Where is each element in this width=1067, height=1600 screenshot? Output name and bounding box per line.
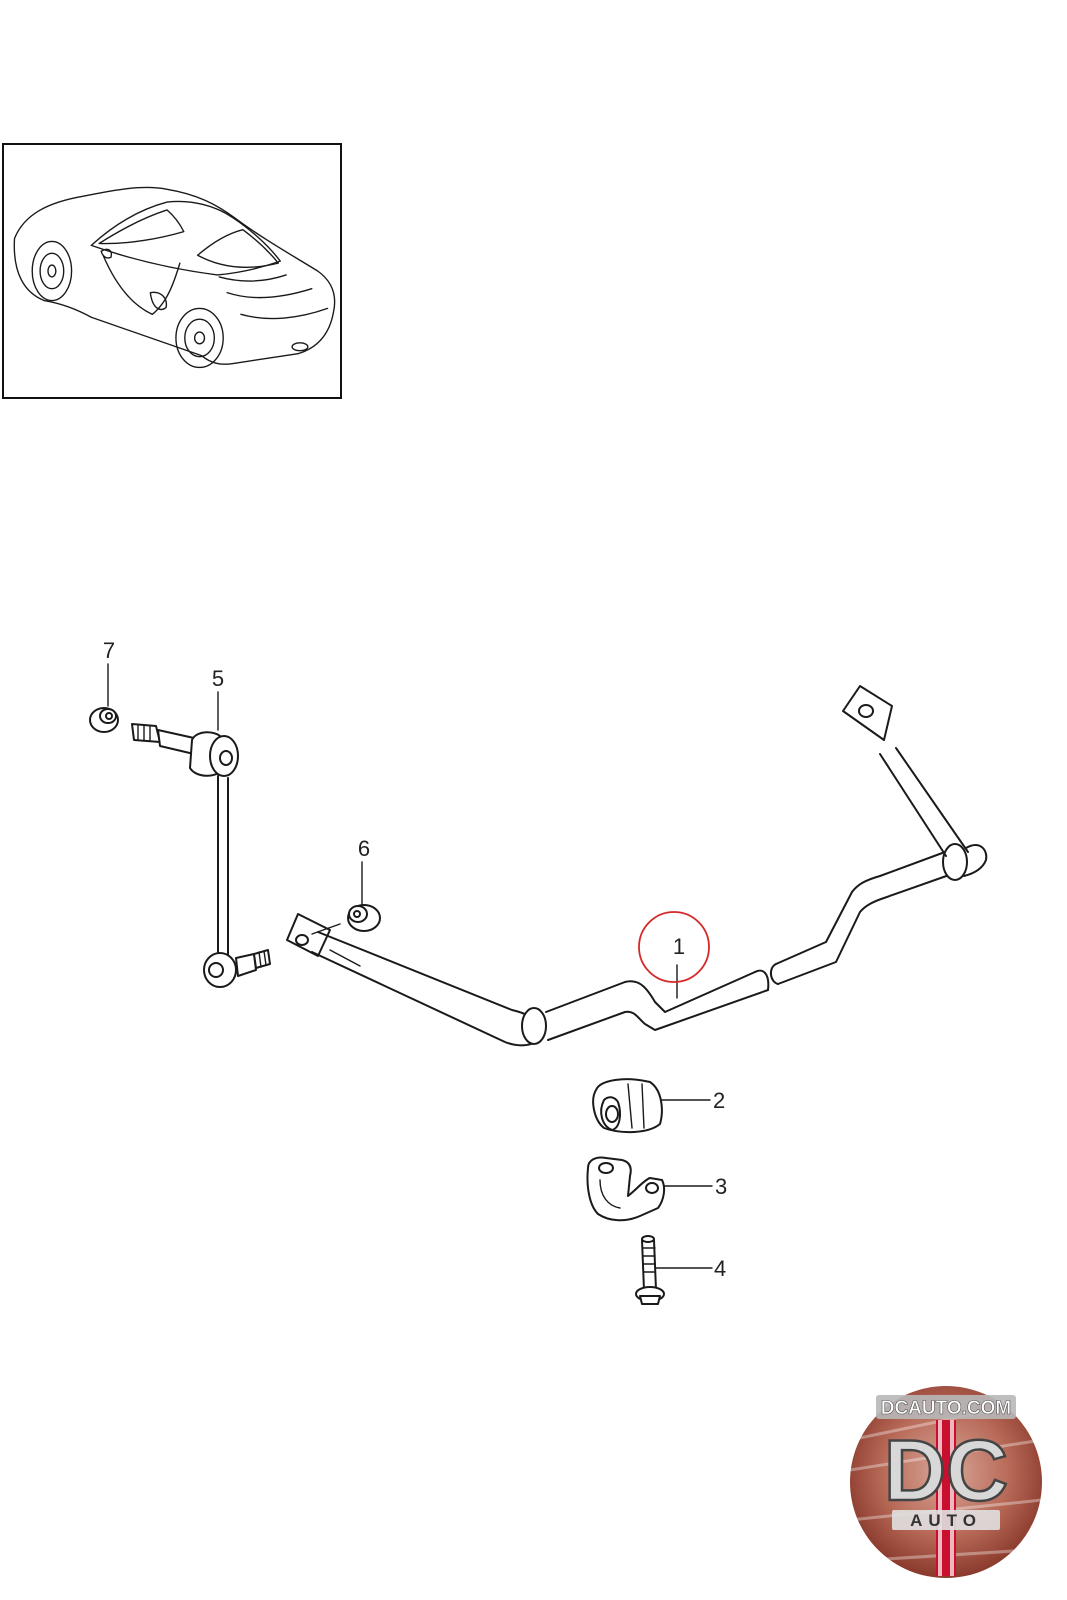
nut-part-6: [311, 904, 381, 935]
dcauto-logo: DCAUTO.COM DC AUTO: [850, 1386, 1042, 1578]
callout-6[interactable]: 6: [358, 836, 370, 861]
car-illustration: [13, 186, 336, 369]
bolt-part-4: [635, 1235, 665, 1305]
clamp-part-3: [586, 1156, 666, 1222]
callout-3[interactable]: 3: [715, 1174, 727, 1199]
callout-7[interactable]: 7: [103, 638, 115, 663]
vehicle-locator-inset: [2, 143, 342, 399]
logo-top-text: DCAUTO.COM: [881, 1398, 1012, 1419]
logo-bottom-text: AUTO: [910, 1511, 982, 1530]
callout-1[interactable]: 1: [673, 934, 685, 959]
callout-2[interactable]: 2: [713, 1088, 725, 1113]
highlight-circle-part-1: [638, 911, 710, 983]
logo-mark: DC: [884, 1423, 1008, 1519]
nut-part-7: [89, 707, 119, 733]
leader-lines: [107, 663, 713, 1269]
stabilizer-link: [131, 723, 271, 988]
bushing-part-2: [592, 1078, 663, 1134]
callout-5[interactable]: 5: [212, 666, 224, 691]
callout-4[interactable]: 4: [714, 1256, 726, 1281]
stabilizer-bar: [286, 685, 988, 1047]
